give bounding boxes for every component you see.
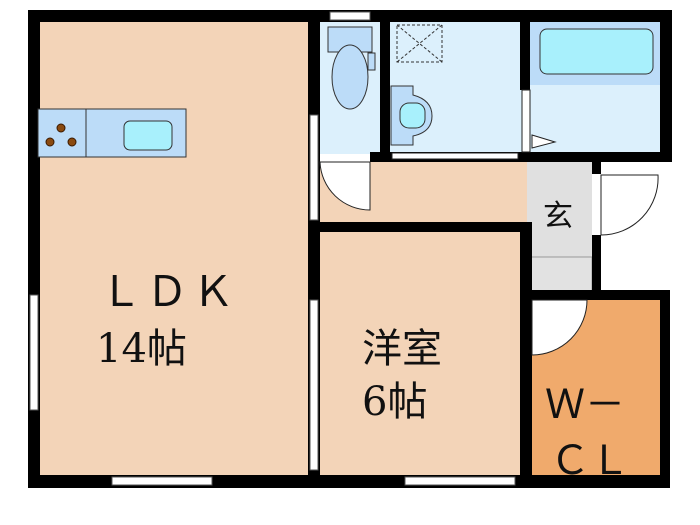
windows [29, 11, 516, 486]
wcl-label-line1: Ｗ－ [545, 382, 625, 428]
western-room-size-label: 6帖 [362, 379, 427, 425]
stove-burners-icon [45, 123, 77, 147]
toilet-fixture [327, 26, 376, 110]
entrance-label: 玄 [543, 199, 573, 234]
ldk-size-label: 14帖 [96, 326, 187, 372]
western-room-label: 洋室 [362, 326, 442, 372]
entrance-floor [527, 162, 592, 257]
bathtub [539, 28, 654, 75]
washbasin-fixture [390, 24, 443, 146]
doors [319, 89, 659, 356]
entrance-step [529, 256, 593, 293]
western-floor [320, 232, 522, 477]
ldk-floor [40, 22, 310, 477]
wcl-label-line2: ＣＬ [550, 438, 630, 484]
kitchen-counter [37, 108, 187, 158]
ldk-label: ＬＤＫ [100, 267, 238, 316]
